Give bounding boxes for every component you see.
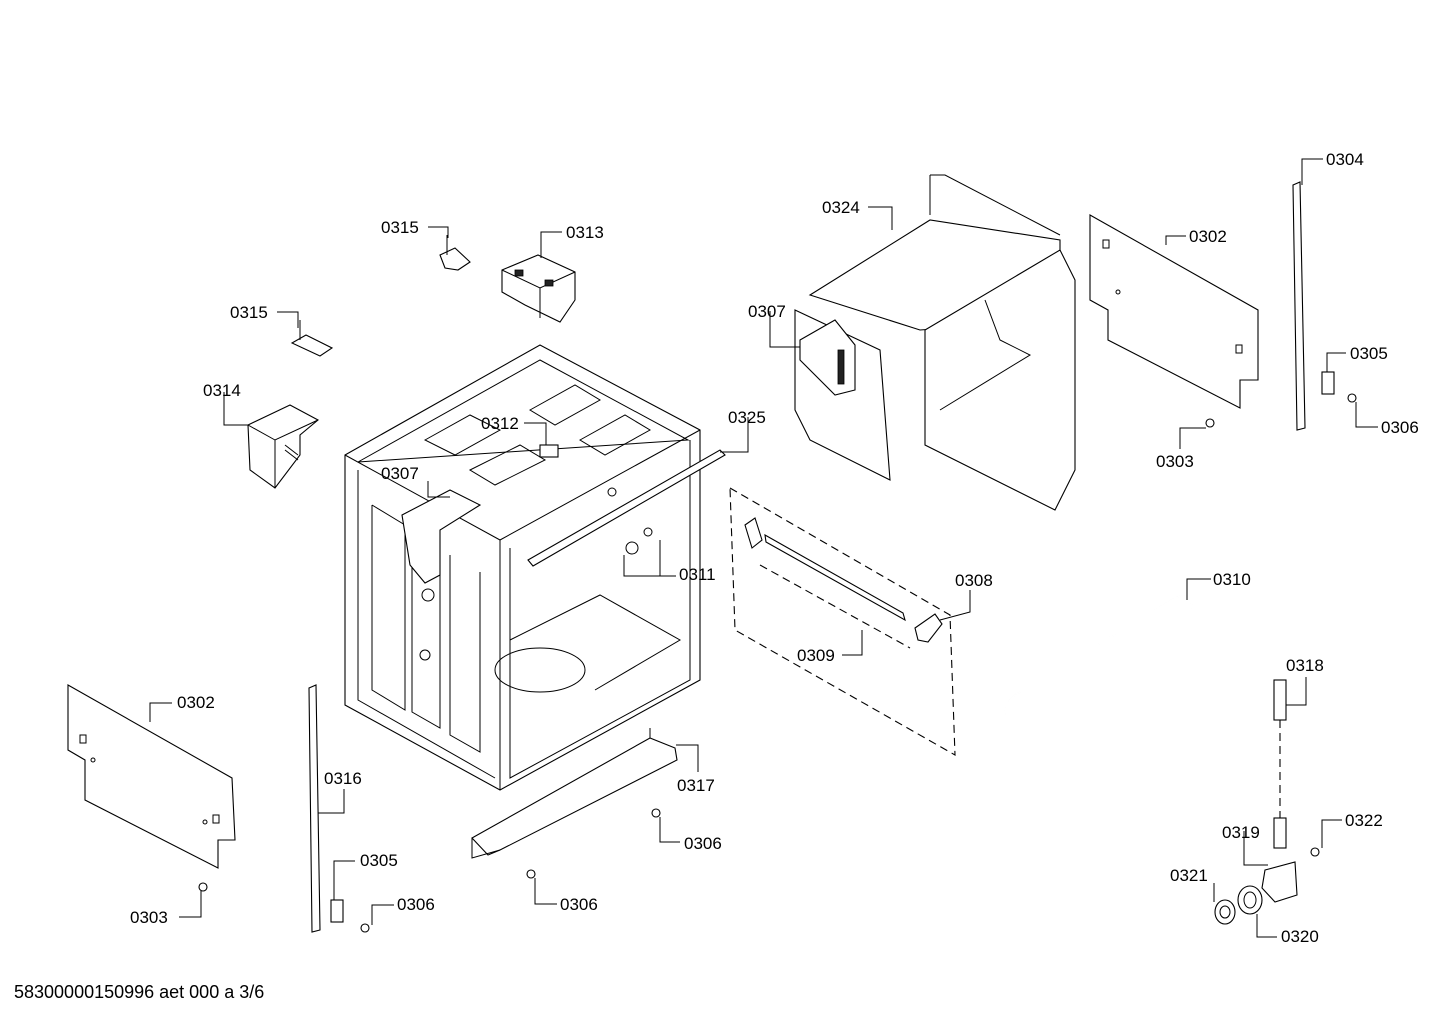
label-0325: 0325 bbox=[728, 408, 766, 427]
bracket-0315-upper bbox=[439, 235, 471, 271]
cover-0324 bbox=[794, 174, 1076, 511]
screw-0306-left bbox=[360, 923, 370, 933]
label-0321: 0321 bbox=[1170, 866, 1208, 885]
label-0309: 0309 bbox=[797, 646, 835, 665]
label-0308: 0308 bbox=[955, 571, 993, 590]
ring-0320 bbox=[1237, 885, 1263, 915]
label-0316: 0316 bbox=[324, 769, 362, 788]
label-0320: 0320 bbox=[1281, 927, 1319, 946]
label-0304: 0304 bbox=[1326, 150, 1364, 169]
label-0310: 0310 bbox=[1213, 570, 1251, 589]
door-seal-0310 bbox=[1004, 594, 1193, 935]
drawing-number: 58300000150996 aet 000 a 3/6 bbox=[14, 982, 264, 1002]
screw-0303-left bbox=[198, 882, 208, 892]
screw-0306-right bbox=[1347, 393, 1357, 403]
hinge-0313 bbox=[501, 254, 576, 323]
handle-group-0308-0309 bbox=[729, 487, 956, 756]
base-rail-0317 bbox=[471, 728, 678, 859]
label-0306-bottom: 0306 bbox=[560, 895, 598, 914]
label-0318: 0318 bbox=[1286, 656, 1324, 675]
screw-0306-bottom bbox=[526, 869, 536, 879]
label-0313: 0313 bbox=[566, 223, 604, 242]
strip-0316 bbox=[308, 684, 321, 933]
rail-0325 bbox=[527, 449, 726, 567]
label-0302-right: 0302 bbox=[1189, 227, 1227, 246]
screw-0303-right bbox=[1205, 418, 1215, 428]
clip-0305-right bbox=[1321, 371, 1335, 395]
screw-0306-bottom-right bbox=[651, 808, 661, 818]
label-0303-left: 0303 bbox=[130, 908, 168, 927]
label-0311: 0311 bbox=[679, 565, 716, 584]
part-labels: 0304 0324 0302 0315 0313 0315 0307 0305 … bbox=[130, 150, 1419, 946]
tub-drawing bbox=[344, 344, 701, 791]
screw-0322 bbox=[1310, 847, 1320, 857]
label-0315-upper: 0315 bbox=[381, 218, 419, 237]
label-0317: 0317 bbox=[677, 776, 715, 795]
label-0315-lower: 0315 bbox=[230, 303, 268, 322]
leader-lines bbox=[149, 158, 1378, 938]
strip-0304 bbox=[1292, 181, 1306, 431]
clip-0305-left bbox=[330, 899, 344, 923]
label-0324: 0324 bbox=[822, 198, 860, 217]
label-0319: 0319 bbox=[1222, 823, 1260, 842]
bracket-0315-lower bbox=[290, 320, 334, 357]
label-0306-left: 0306 bbox=[397, 895, 435, 914]
label-0303-right: 0303 bbox=[1156, 452, 1194, 471]
hinge-0314 bbox=[247, 404, 319, 489]
label-0302-left: 0302 bbox=[177, 693, 215, 712]
label-0305-right: 0305 bbox=[1350, 344, 1388, 363]
label-0312: 0312 bbox=[481, 414, 519, 433]
label-0307-right: 0307 bbox=[748, 302, 786, 321]
side-panel-0302-left bbox=[67, 684, 236, 869]
label-0305-left: 0305 bbox=[360, 851, 398, 870]
label-0314: 0314 bbox=[203, 381, 241, 400]
label-0307-left: 0307 bbox=[381, 464, 419, 483]
label-0306-right: 0306 bbox=[1381, 418, 1419, 437]
elbow-0319 bbox=[1261, 861, 1298, 903]
side-panel-0302-right bbox=[1089, 214, 1259, 409]
hose-0318 bbox=[1273, 679, 1287, 849]
label-0306-bottom-right: 0306 bbox=[684, 834, 722, 853]
cap-0321 bbox=[1214, 899, 1236, 925]
label-0322: 0322 bbox=[1345, 811, 1383, 830]
